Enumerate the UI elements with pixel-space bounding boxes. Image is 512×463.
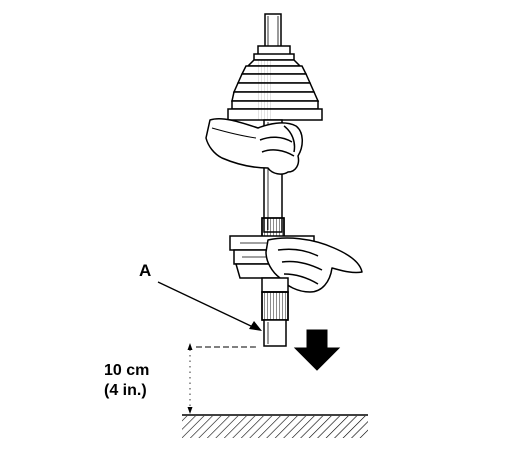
drop-arrow-icon [293,329,341,371]
callout-a-label: A [139,261,152,280]
upper-hand [205,117,303,175]
distance-metric-label: 10 cm [104,362,150,379]
cv-boot [227,59,323,121]
drop-height-dimension [187,343,258,414]
shaft-top-stub [264,13,282,49]
threaded-stub [261,277,289,347]
boot-clamp-top [253,45,295,61]
floor-surface [182,414,368,438]
callout-a-leader [157,281,262,331]
distance-imperial-label: (4 in.) [104,382,147,399]
